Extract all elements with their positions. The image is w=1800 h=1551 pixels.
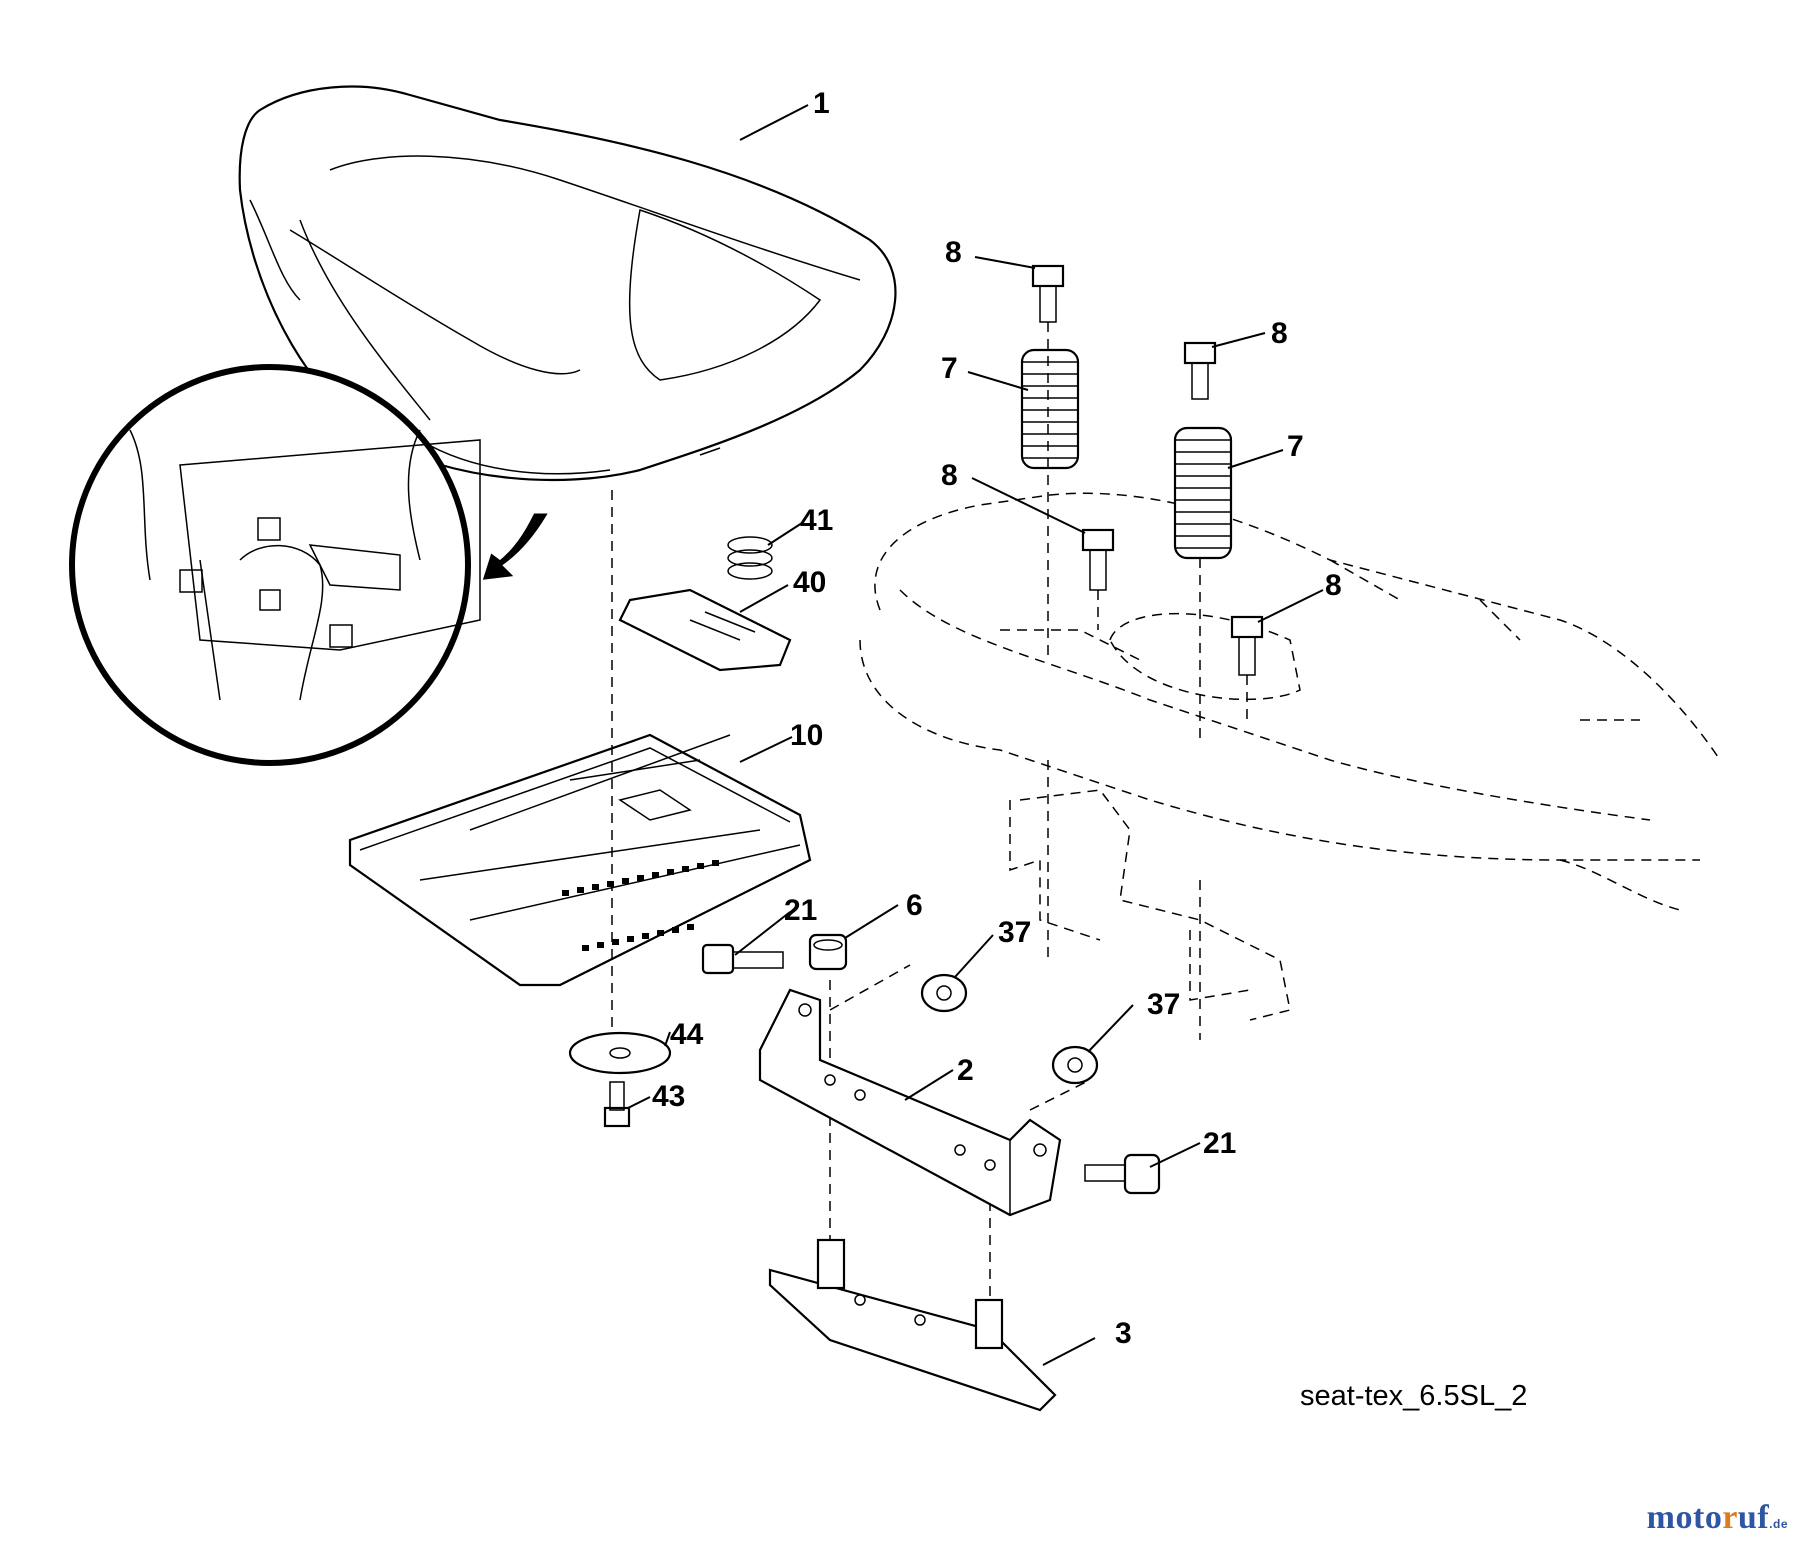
bolt-21-right (1084, 1153, 1161, 1195)
assembly-lines (611, 322, 1248, 1320)
callout-21: 21 (784, 894, 817, 927)
watermark-part1: moto (1646, 1499, 1723, 1536)
seat-pan-part (348, 733, 812, 987)
seat-part (238, 85, 897, 482)
detail-inset (69, 364, 548, 766)
motoruf-watermark: motoruf.de (1647, 1499, 1788, 1537)
callout-8: 8 (1271, 317, 1288, 350)
callout-37: 37 (998, 916, 1031, 949)
callout-3: 3 (1115, 1317, 1132, 1350)
callout-1: 1 (813, 87, 830, 120)
callout-7: 7 (1287, 430, 1304, 463)
callout-8: 8 (1325, 569, 1342, 602)
bolt-8-mid-left (1081, 528, 1115, 591)
nut-37-lower (1051, 1045, 1099, 1085)
callout-8: 8 (941, 459, 958, 492)
spring-7-left (1020, 348, 1080, 470)
callout-6: 6 (906, 889, 923, 922)
bracket-2 (758, 988, 1062, 1217)
callout-21: 21 (1203, 1127, 1236, 1160)
deck-outline (859, 492, 1721, 1021)
watermark-part3: uf (1737, 1499, 1770, 1536)
nut-37-upper (920, 973, 968, 1013)
bolt-8-mid-right (1230, 615, 1264, 676)
bolt-8-top-left (1031, 264, 1065, 323)
watermark-part2: r (1722, 1499, 1738, 1536)
bolt-43 (603, 1081, 631, 1128)
callout-44: 44 (670, 1018, 704, 1051)
callout-7: 7 (941, 352, 958, 385)
leader-lines (627, 104, 1324, 1366)
bolt-21-left (701, 943, 784, 975)
nut-6 (808, 933, 848, 971)
callout-40: 40 (793, 566, 826, 599)
latch-40 (618, 588, 792, 672)
watermark-suffix: .de (1769, 1517, 1788, 1531)
callout-2: 2 (957, 1054, 974, 1087)
callout-10: 10 (790, 719, 823, 752)
washer-44 (568, 1031, 672, 1075)
diagram-caption: seat-tex_6.5SL_2 (1300, 1380, 1527, 1412)
callout-43: 43 (652, 1080, 685, 1113)
callouts: 1 8 8 8 8 7 7 41 40 10 6 21 37 37 44 43 … (652, 87, 1527, 1412)
callout-37: 37 (1147, 988, 1180, 1021)
spring-41 (727, 536, 773, 580)
plate-3 (768, 1238, 1057, 1412)
spring-7-right (1173, 426, 1233, 560)
callout-41: 41 (800, 504, 833, 537)
bolt-8-top-right (1183, 341, 1217, 400)
callout-8: 8 (945, 236, 962, 269)
